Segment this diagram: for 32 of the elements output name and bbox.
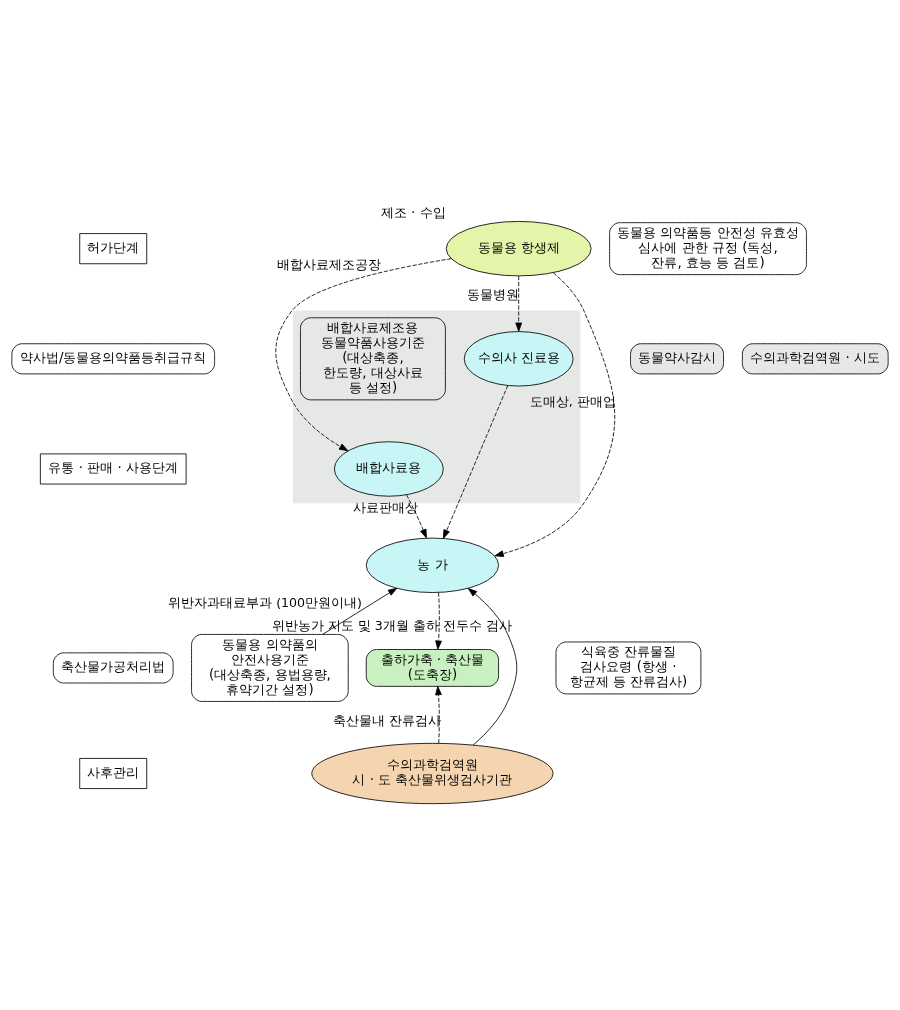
arrow: [435, 592, 442, 650]
edge-label: 동물병원: [467, 287, 520, 303]
node-box: 동물용 의약품의 안전사용기준 (대상축종, 용법용량, 휴약기간 설정): [191, 634, 349, 702]
arrow: [406, 494, 427, 539]
node-box: 허가단계: [79, 233, 148, 265]
arrow: [322, 587, 398, 635]
node-box: 축산물가공처리법: [52, 652, 174, 684]
edge-label: 도매상, 판매업: [529, 393, 616, 409]
node-ellipse: 수의사 진료용: [463, 331, 574, 387]
arrow: [515, 275, 523, 332]
node-box: 유통 · 판매 · 사용단계: [39, 453, 187, 485]
node-ellipse: 농 가: [365, 537, 499, 593]
node-box: 약사법/동물용의약품등취급규칙: [11, 343, 215, 375]
arrow: [435, 685, 442, 744]
node-box: 배합사료제조용 동물약품사용기준 (대상축종, 한도량, 대상사료 등 설정): [300, 317, 446, 401]
arrow: [494, 272, 615, 557]
node-box: 동물약사감시: [630, 343, 724, 375]
edge-label: 배합사료제조공장: [276, 256, 381, 272]
arrow: [467, 588, 518, 746]
edge-label: 위반자과태료부과 (100만원이내): [168, 595, 362, 611]
node-label: 제조 · 수입: [380, 205, 446, 221]
node-box: 출하가축 · 축산물 (도축장): [365, 649, 499, 687]
edge-label: 축산물내 잔류검사: [332, 712, 441, 728]
node-ellipse: 동물용 항생제: [445, 221, 592, 277]
node-box: 수의과학검역원 · 시도: [741, 343, 889, 375]
arrow: [275, 258, 452, 452]
node-box: 식육중 잔류물질 검사요령 (항생 · 항균제 등 잔류검사): [555, 641, 702, 695]
node-box: 사후관리: [79, 758, 148, 789]
node-box: 동물용 의약품등 안전성 유효성 심사에 관한 규정 (독성, 잔류, 효능 등 검토): [609, 222, 807, 276]
node-ellipse: 수의과학검역원 시 · 도 축산물위생검사기관: [311, 742, 554, 805]
edge-label: 사료판매상: [352, 499, 418, 515]
arrow: [442, 385, 509, 539]
